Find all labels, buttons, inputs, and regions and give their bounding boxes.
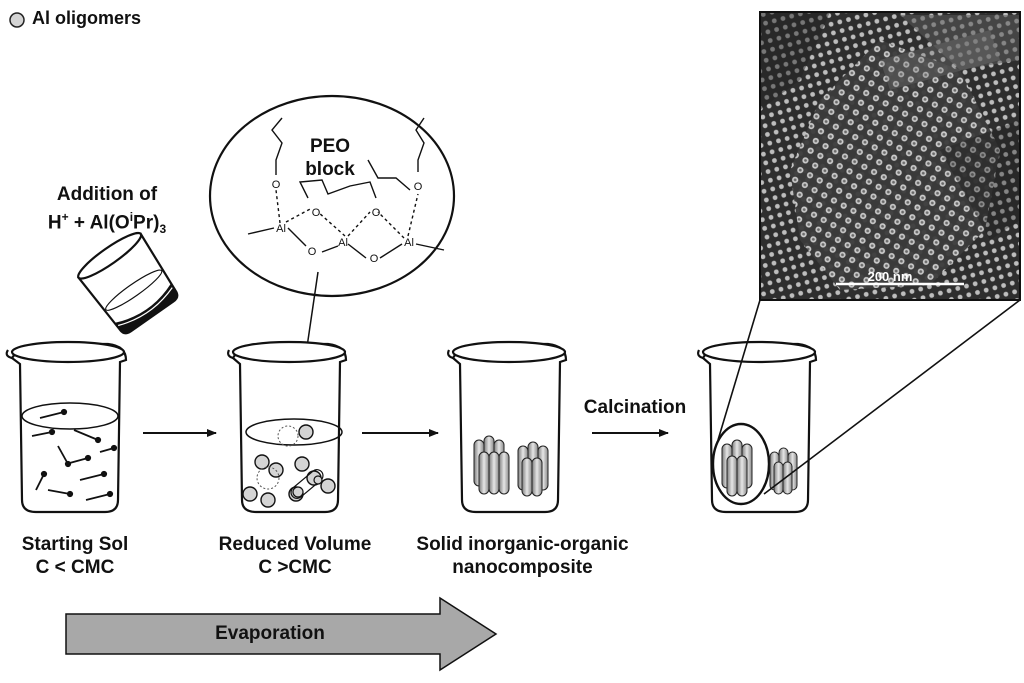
beaker-solid-nanocomposite bbox=[447, 340, 568, 514]
rod-bundle-left bbox=[473, 435, 510, 495]
rod-bundle-right bbox=[517, 441, 549, 497]
pouring-beaker bbox=[76, 231, 179, 335]
beaker-reduced-volume bbox=[227, 340, 348, 514]
zoom-line-left bbox=[717, 299, 761, 441]
tem-micrograph bbox=[759, 11, 1021, 301]
atom-label: O bbox=[312, 207, 321, 219]
atom-label: Al bbox=[404, 237, 414, 249]
peo-bubble: O O O O O O Al Al Al bbox=[208, 94, 456, 423]
addition-label: Addition of H+ + Al(OiPr)3 bbox=[22, 183, 192, 241]
beaker-starting-sol bbox=[5, 340, 128, 514]
legend-label: Al oligomers bbox=[32, 8, 142, 28]
caption-solid-nanocomposite: Solid inorganic-organic nanocomposite bbox=[416, 534, 629, 578]
calcination-label: Calcination bbox=[583, 397, 687, 418]
atom-label: Al bbox=[338, 237, 348, 249]
rod-micelle bbox=[290, 469, 324, 499]
evaporation-arrow bbox=[65, 596, 498, 672]
addition-line-2: H+ + Al(OiPr)3 bbox=[47, 210, 167, 237]
caption-starting-sol: Starting Sol C < CMC bbox=[21, 534, 129, 578]
scale-bar-label: 200 nm bbox=[867, 269, 913, 284]
zoom-line-right bbox=[763, 299, 1021, 495]
caption-reduced-volume: Reduced Volume C >CMC bbox=[218, 534, 372, 578]
addition-line-1: Addition of bbox=[56, 184, 158, 205]
evaporation-label: Evaporation bbox=[215, 623, 325, 644]
peo-atom-labels: O O O O O O Al Al Al bbox=[272, 179, 423, 265]
atom-label: O bbox=[272, 179, 281, 191]
micelles bbox=[256, 425, 299, 490]
surfactant-molecules bbox=[31, 408, 118, 501]
zoom-circle bbox=[711, 422, 771, 506]
peo-structure bbox=[247, 117, 445, 259]
beaker-calcined bbox=[697, 340, 818, 514]
atom-label: O bbox=[308, 246, 317, 258]
atom-label: O bbox=[370, 253, 379, 265]
calcined-rod-bundles bbox=[721, 439, 798, 497]
atom-label: O bbox=[372, 207, 381, 219]
peo-block-label: PEO block bbox=[305, 136, 355, 180]
legend-oligomer-marker bbox=[9, 12, 25, 28]
atom-label: Al bbox=[276, 223, 286, 235]
atom-label: O bbox=[414, 181, 423, 193]
